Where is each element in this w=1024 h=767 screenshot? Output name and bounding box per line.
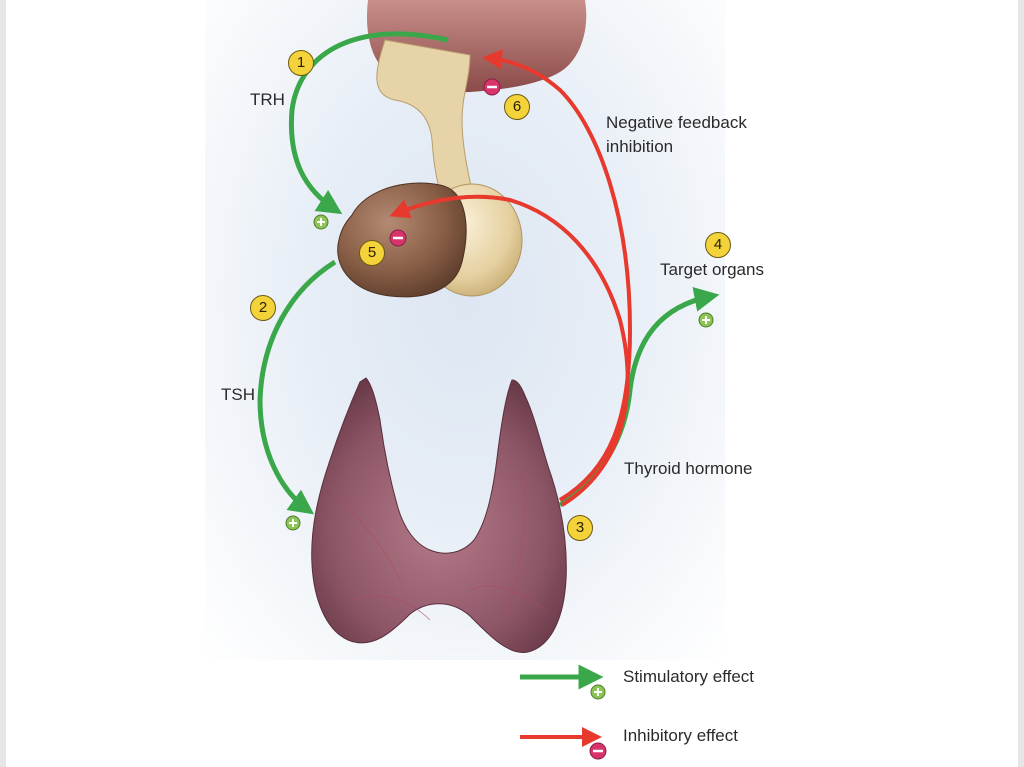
step-badge-4: 4 (705, 232, 731, 258)
step-badge-2: 2 (250, 295, 276, 321)
legend-inhibitory-symbol (520, 737, 606, 759)
step-badge-6: 6 (504, 94, 530, 120)
step-badge-3: 3 (567, 515, 593, 541)
legend-stimulatory-label: Stimulatory effect (623, 667, 754, 687)
plus-icon (699, 313, 713, 327)
tsh-label: TSH (221, 385, 255, 405)
legend-inhibitory-label: Inhibitory effect (623, 726, 738, 746)
thyroid-gland (312, 378, 567, 652)
plus-icon (286, 516, 300, 530)
negative-feedback-label: Negative feedback (606, 113, 747, 133)
thyroid-hormone-label: Thyroid hormone (624, 459, 753, 479)
inhibition-label: inhibition (606, 137, 673, 157)
target-organs-label: Target organs (660, 260, 764, 280)
step-badge-1: 1 (288, 50, 314, 76)
step-badge-5: 5 (359, 240, 385, 266)
trh-label: TRH (250, 90, 285, 110)
legend-stimulatory-symbol (520, 677, 605, 699)
minus-icon (390, 230, 406, 246)
minus-icon (484, 79, 500, 95)
pituitary-stalk (377, 40, 475, 205)
plus-icon (314, 215, 328, 229)
